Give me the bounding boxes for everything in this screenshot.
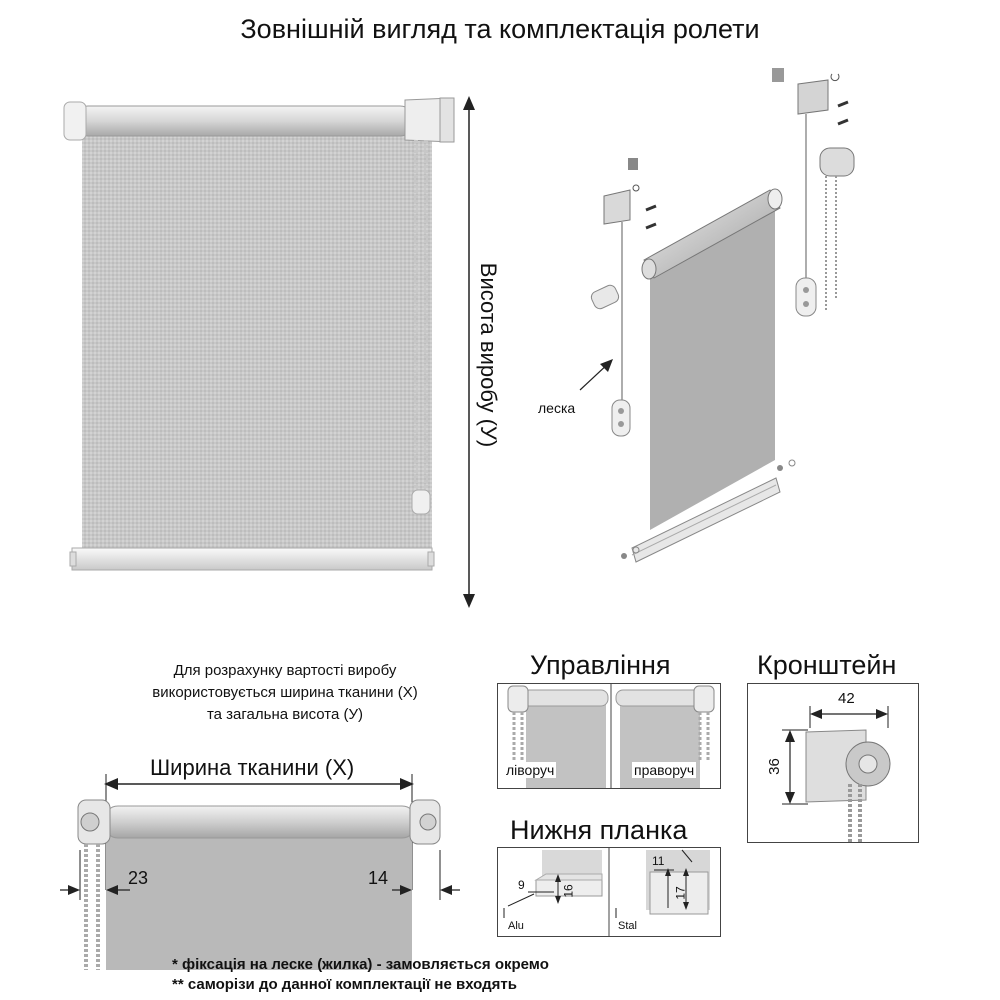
control-panel: ліворуч праворуч (497, 683, 721, 789)
leska-label: леска (538, 400, 576, 416)
alu-width-9: 9 (518, 878, 525, 892)
width-diagram (60, 774, 460, 970)
footnote-2: ** саморізи до данної комплектації не вх… (172, 976, 517, 993)
stal-width-11: 11 (652, 854, 665, 868)
calc-note-line-1: Для розрахунку вартості виробу (173, 662, 397, 679)
width-label: Ширина тканини (Х) (150, 755, 355, 780)
alu-height-16: 16 (561, 884, 576, 898)
stal-height-17: 17 (673, 886, 688, 900)
calc-note: Для розрахунку вартості виробу використо… (90, 660, 480, 726)
calc-note-line-2: використовується ширина тканини (Х) (152, 684, 418, 701)
width-fabric (106, 830, 412, 970)
control-title: Управління (530, 650, 671, 680)
roller-tube (73, 105, 415, 137)
assembly-fabric (650, 210, 775, 530)
dim-right-14: 14 (368, 868, 389, 888)
bracket-height-36: 36 (765, 758, 783, 775)
footnote-1: * фіксація на леске (жилка) - замовляєть… (172, 956, 549, 973)
main-title: Зовнішній вигляд та комплектація ролети (240, 14, 760, 44)
bottom-bar-panel: 9 16 Alu 11 17 Stal (497, 847, 721, 937)
bottom-bar (71, 547, 433, 571)
blind-fabric (82, 130, 432, 550)
stal-label: Stal (618, 920, 637, 932)
bracket-width-42: 42 (838, 690, 855, 707)
bracket-title: Кронштейн (757, 650, 897, 680)
dim-left-23: 23 (128, 868, 149, 888)
control-right-label: праворуч (632, 762, 697, 778)
bottom-bar-title: Нижня планка (510, 815, 688, 845)
exploded-assembly-illustration (579, 68, 855, 563)
bracket-panel: 42 36 (747, 683, 919, 843)
assembly-bottom-bar (631, 477, 781, 563)
alu-label: Alu (508, 920, 524, 932)
height-label: Висота виробу (У) (476, 262, 501, 448)
calc-note-line-3: та загальна висота (У) (206, 706, 364, 723)
control-left-label: ліворуч (504, 762, 557, 778)
width-tube (103, 805, 417, 839)
roller-blind-illustration (63, 96, 475, 608)
